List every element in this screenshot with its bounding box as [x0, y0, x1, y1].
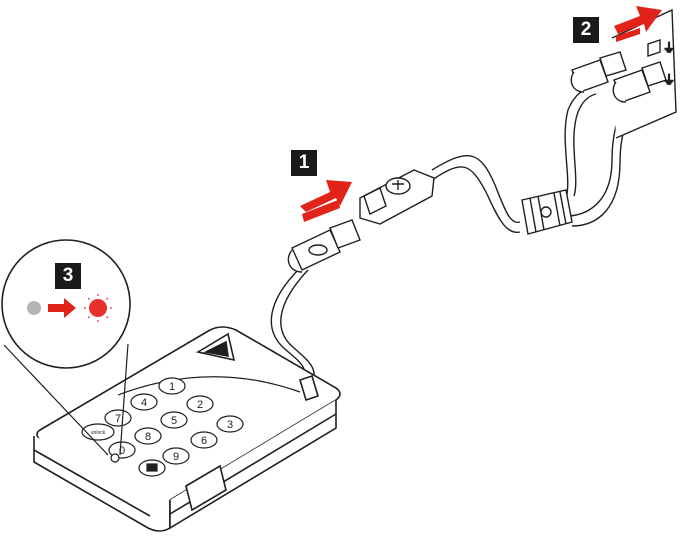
keypad-key-label: 7: [115, 413, 121, 425]
step-3-badge: 3: [55, 263, 81, 289]
keypad-key-label: 3: [227, 419, 233, 431]
keypad-key-label: 9: [173, 451, 179, 463]
keypad-key-8[interactable]: 8: [135, 428, 161, 444]
keypad-key-6[interactable]: 6: [191, 432, 217, 448]
usb-plug-drive-end: [288, 220, 360, 272]
keypad-key-4[interactable]: 4: [131, 394, 157, 410]
cable-connector-to-split: [432, 156, 520, 233]
keypad-key-lock[interactable]: [139, 460, 165, 476]
keypad-key-1[interactable]: 1: [159, 378, 185, 394]
led-off-icon: [27, 301, 41, 315]
lock-icon: [147, 464, 157, 471]
keypad-key-label: 1: [169, 381, 175, 393]
keypad-key-9[interactable]: 9: [163, 448, 189, 464]
keypad-key-label: 6: [201, 435, 207, 447]
keypad-key-label: 4: [141, 397, 147, 409]
y-cable-splitter: [522, 190, 572, 234]
usb-female-connector: [360, 170, 434, 224]
keypad-key-5[interactable]: 5: [161, 412, 187, 428]
keypad-key-label: unlock: [91, 430, 106, 436]
keypad-key-3[interactable]: 3: [217, 416, 243, 432]
usb-icon: ⏚: [663, 41, 675, 55]
keypad-key-label: 8: [145, 431, 151, 443]
keypad-key-2[interactable]: 2: [187, 396, 213, 412]
keypad-key-7[interactable]: 7: [105, 410, 131, 426]
drive-led-indicator: [111, 454, 119, 462]
arrow-step-1: [300, 180, 352, 222]
keypad-key-label: 5: [171, 415, 177, 427]
step-1-badge: 1: [291, 150, 317, 176]
step-2-badge: 2: [573, 17, 599, 43]
keypad-key-label: 2: [197, 399, 203, 411]
